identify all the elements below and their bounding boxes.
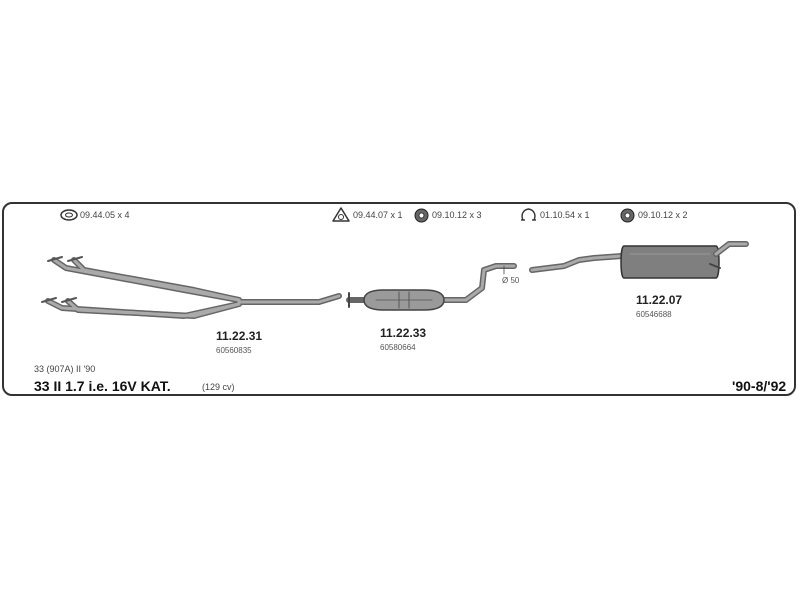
- pipe-diameter-label: Ø 50: [502, 276, 520, 285]
- catalytic-converter-pipe: [346, 263, 517, 311]
- vehicle-power: (129 cv): [202, 382, 235, 392]
- nut-icon: [414, 208, 429, 223]
- part-label-nut-a: 09.10.12 x 3: [432, 210, 482, 220]
- component-ref-silencer: 60546688: [636, 310, 672, 319]
- vehicle-model: 33 II 1.7 i.e. 16V KAT.: [34, 378, 171, 394]
- vehicle-variant: 33 (907A) II '90: [34, 364, 96, 374]
- part-label-gasket-oval: 09.44.05 x 4: [80, 210, 130, 220]
- part-label-gasket-triangle: 09.44.07 x 1: [353, 210, 403, 220]
- nut-icon: [620, 208, 635, 223]
- component-ref-catalyst: 60580664: [380, 343, 416, 352]
- front-pipe-manifold: [45, 257, 342, 319]
- clamp-icon: [520, 207, 537, 223]
- component-code-silencer: 11.22.07: [636, 293, 683, 307]
- component-ref-front-pipe: 60560835: [216, 346, 252, 355]
- component-code-front-pipe: 11.22.31: [216, 329, 263, 343]
- part-label-nut-b: 09.10.12 x 2: [638, 210, 688, 220]
- gasket-triangle-icon: [332, 207, 350, 223]
- gasket-oval-icon: [60, 209, 78, 221]
- component-code-catalyst: 11.22.33: [380, 326, 427, 340]
- diagram-panel: 09.44.05 x 4 09.44.07 x 1 09.10.12 x 3 0…: [2, 202, 796, 396]
- rear-silencer: [529, 241, 749, 279]
- part-label-clamp: 01.10.54 x 1: [540, 210, 590, 220]
- exhaust-system-drawing: [41, 241, 749, 319]
- vehicle-years: '90-8/'92: [732, 378, 787, 394]
